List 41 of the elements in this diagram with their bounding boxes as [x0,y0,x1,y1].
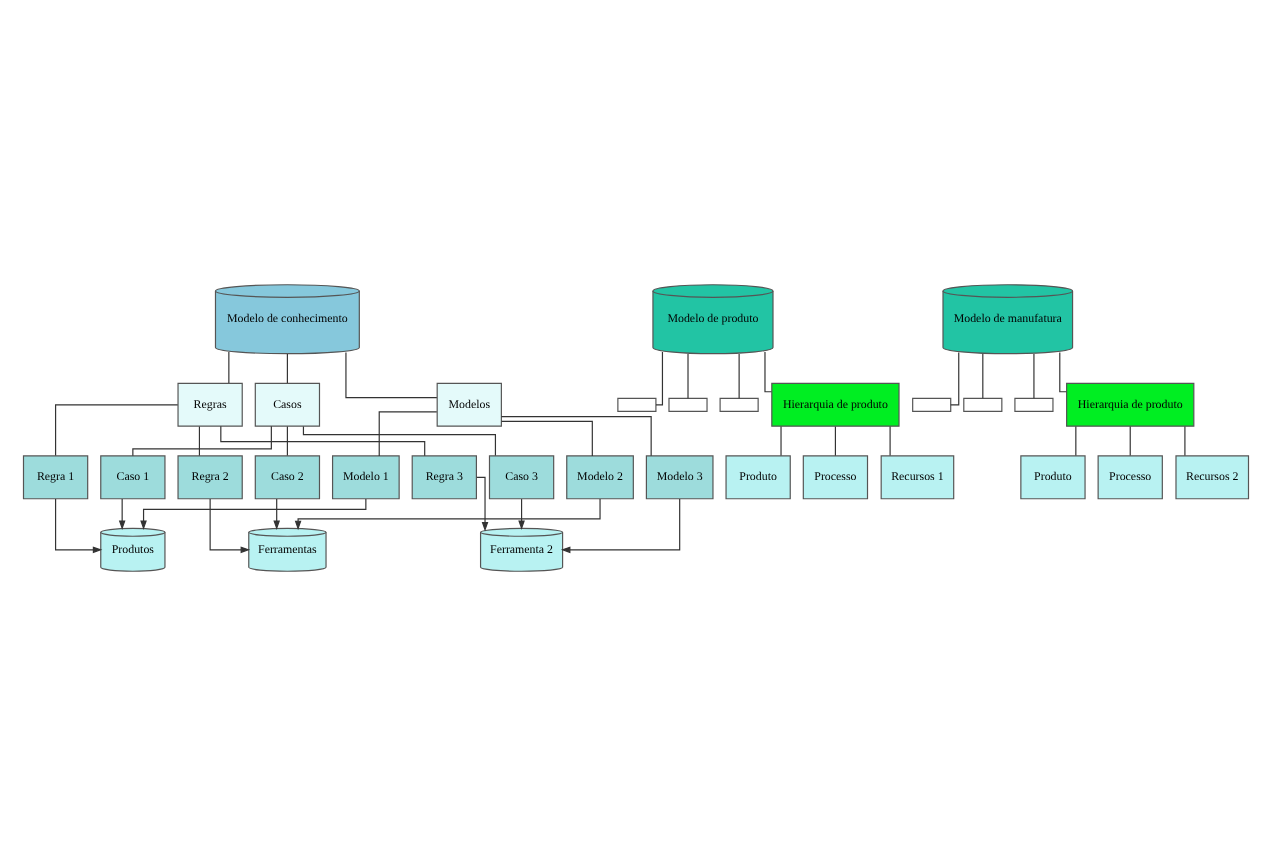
node-box [963,397,1003,412]
connector [834,425,836,457]
node-box [668,397,708,412]
node-box [617,397,657,412]
connector [302,425,497,457]
connector [198,425,201,457]
arrow [140,498,367,531]
arrow [294,498,601,531]
connector [687,353,689,399]
connector [501,420,593,457]
connector [500,416,652,457]
connector [1033,353,1035,399]
connector [220,425,426,457]
connector [1075,425,1077,457]
arrow [476,476,489,532]
connector [780,425,782,457]
arrow [273,498,281,530]
connector [286,425,288,457]
connector [1184,425,1186,457]
arrow [560,498,681,554]
connector [345,351,438,399]
connector [1059,351,1067,393]
connector [1129,425,1131,457]
node-box [912,397,952,412]
connector [378,411,438,457]
arrow [118,498,126,530]
connector [982,353,984,399]
connector [764,351,773,393]
arrow [518,498,525,530]
connector [132,425,272,457]
arrow [55,498,103,554]
connector [738,353,740,399]
connector [889,425,891,457]
connector [655,351,664,406]
node-box [1014,397,1054,412]
connector [55,404,179,457]
connector [950,351,960,406]
connector [228,351,230,384]
node-box [719,397,759,412]
connector [286,353,288,384]
arrow [209,498,251,554]
